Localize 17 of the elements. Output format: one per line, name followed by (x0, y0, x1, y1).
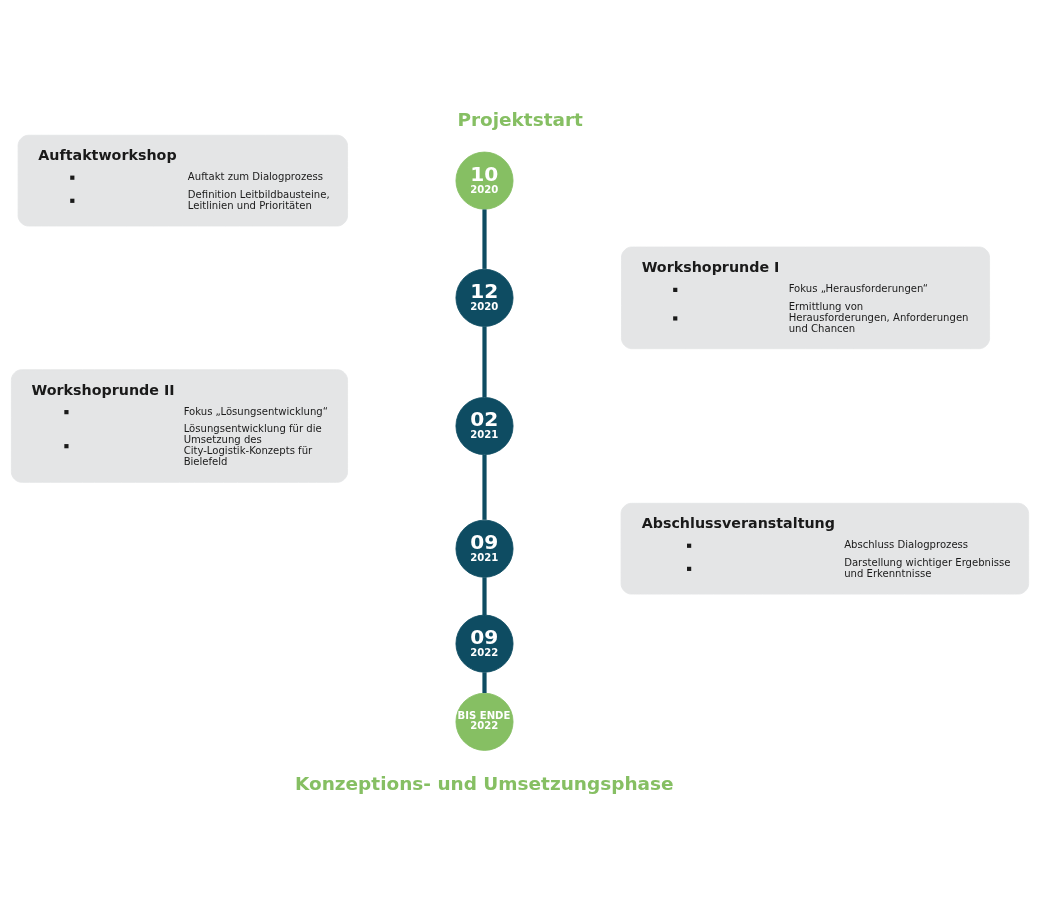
connector (482, 326, 487, 398)
diagram-title: Projektstart (457, 108, 583, 130)
connector (482, 577, 487, 616)
node-circle: 09 2022 (455, 614, 514, 673)
node-circle: 10 2020 (455, 151, 514, 210)
node-circle: 02 2021 (455, 397, 514, 455)
node-box: Auftaktworkshop Auftakt zum Dialogprozess Definition Leitbildbausteine, Leitlinien und Prioritäten (17, 134, 348, 227)
node-circle: BIS ENDE 2022 (455, 692, 514, 751)
node-circle: 12 2020 (455, 268, 514, 327)
node-box: Abschlussveranstaltung Abschluss Dialogprozess Darstellung wichtiger Ergebnisse und Erkenntnisse (620, 502, 1030, 595)
connector (482, 672, 487, 694)
node-circle: 09 2021 (455, 519, 514, 578)
node-box: Workshoprunde II Fokus „Lösungsentwicklung“ Lösungsentwicklung für die Umsetzung des City-Logistik-Konzepts für Bielefeld (10, 369, 348, 483)
node-box: Workshoprunde I Fokus „Herausforderungen“ Ermittlung von Herausforderungen, Anforderungen und Chancen (621, 246, 990, 350)
connector (482, 209, 487, 269)
connector (482, 454, 487, 520)
caption: Konzeptions- und Umsetzungsphase (295, 773, 674, 795)
